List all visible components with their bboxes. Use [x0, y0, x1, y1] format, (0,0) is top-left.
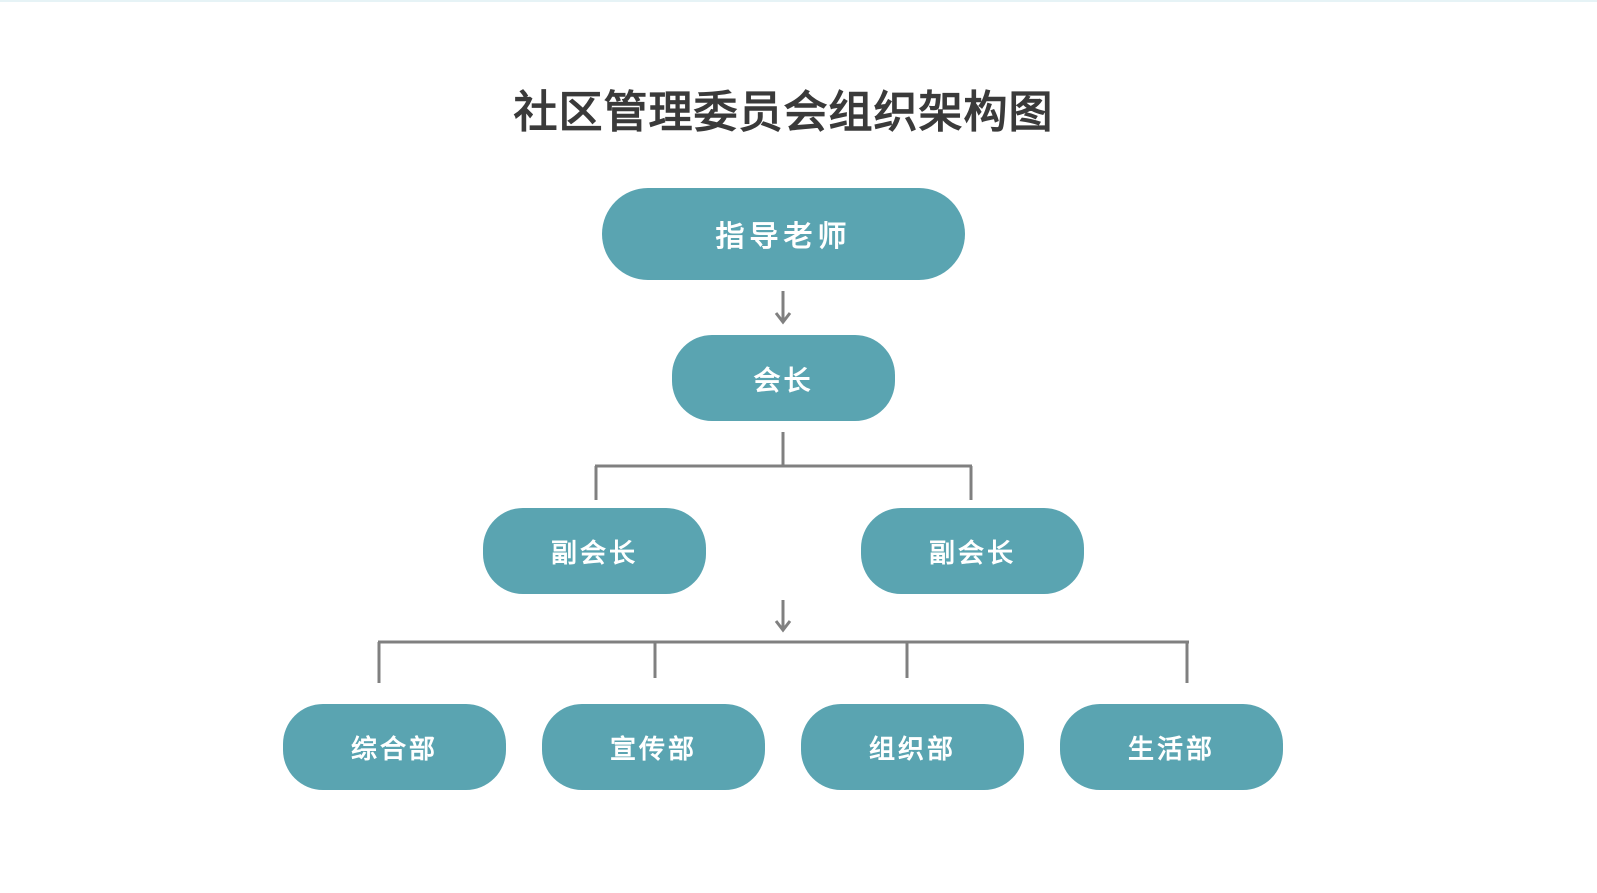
node-department-publicity: 宣传部: [542, 704, 765, 790]
node-vice-president-1: 副会长: [483, 508, 706, 594]
node-department-living: 生活部: [1060, 704, 1283, 790]
node-vice-president-2: 副会长: [861, 508, 1084, 594]
branch-president-to-vice: [594, 432, 973, 500]
node-advisor: 指导老师: [602, 188, 965, 280]
branch-to-departments: [377, 640, 1189, 683]
node-department-general: 综合部: [283, 704, 506, 790]
node-president: 会长: [672, 335, 895, 421]
node-department-organization: 组织部: [801, 704, 1024, 790]
top-border-line: [0, 0, 1597, 2]
arrow-vice-to-departments: [774, 600, 792, 633]
diagram-title: 社区管理委员会组织架构图: [513, 87, 1054, 138]
arrow-advisor-to-president: [774, 291, 792, 325]
